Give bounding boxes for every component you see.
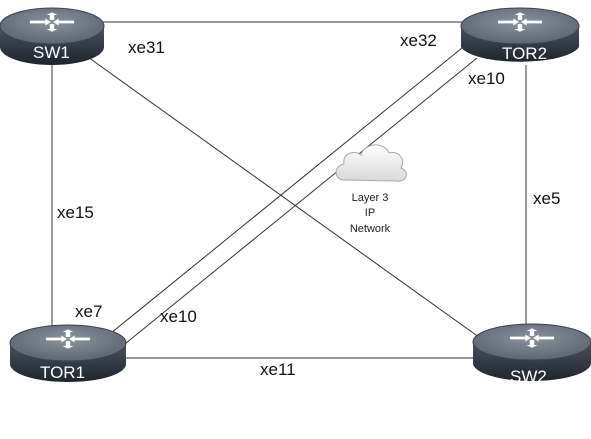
router-sw1[interactable]: SW1	[0, 7, 105, 65]
interface-label: xe11	[260, 360, 296, 379]
router-label-tor2: TOR2	[502, 44, 547, 63]
router-tor1[interactable]: TOR1	[9, 324, 127, 382]
ip-network-cloud: Layer 3 IP Network	[335, 144, 407, 235]
interface-label: xe31	[128, 38, 165, 57]
router-tor2[interactable]: TOR2	[460, 7, 580, 63]
interface-label: xe10	[468, 69, 505, 88]
link-sw1-sw2	[84, 54, 491, 346]
interface-label: xe10	[160, 307, 197, 326]
interface-label: xe32	[400, 31, 437, 50]
router-label-sw2: SW2	[510, 367, 547, 386]
links	[51, 21, 527, 359]
cloud-label-line3: Network	[350, 223, 391, 235]
cloud-label-line1: Layer 3	[352, 192, 389, 204]
interface-label: xe5	[533, 189, 560, 208]
cloud-icon	[335, 144, 407, 182]
link-tor1-tor2-lower	[114, 57, 478, 353]
link-tor1-tor2-upper	[99, 47, 463, 343]
interface-label: xe15	[57, 203, 94, 222]
interface-label: xe7	[75, 302, 102, 321]
router-sw2[interactable]: SW2	[472, 323, 591, 386]
router-label-sw1: SW1	[33, 43, 70, 62]
cloud-label-line2: IP	[365, 207, 375, 219]
router-label-tor1: TOR1	[40, 363, 85, 382]
